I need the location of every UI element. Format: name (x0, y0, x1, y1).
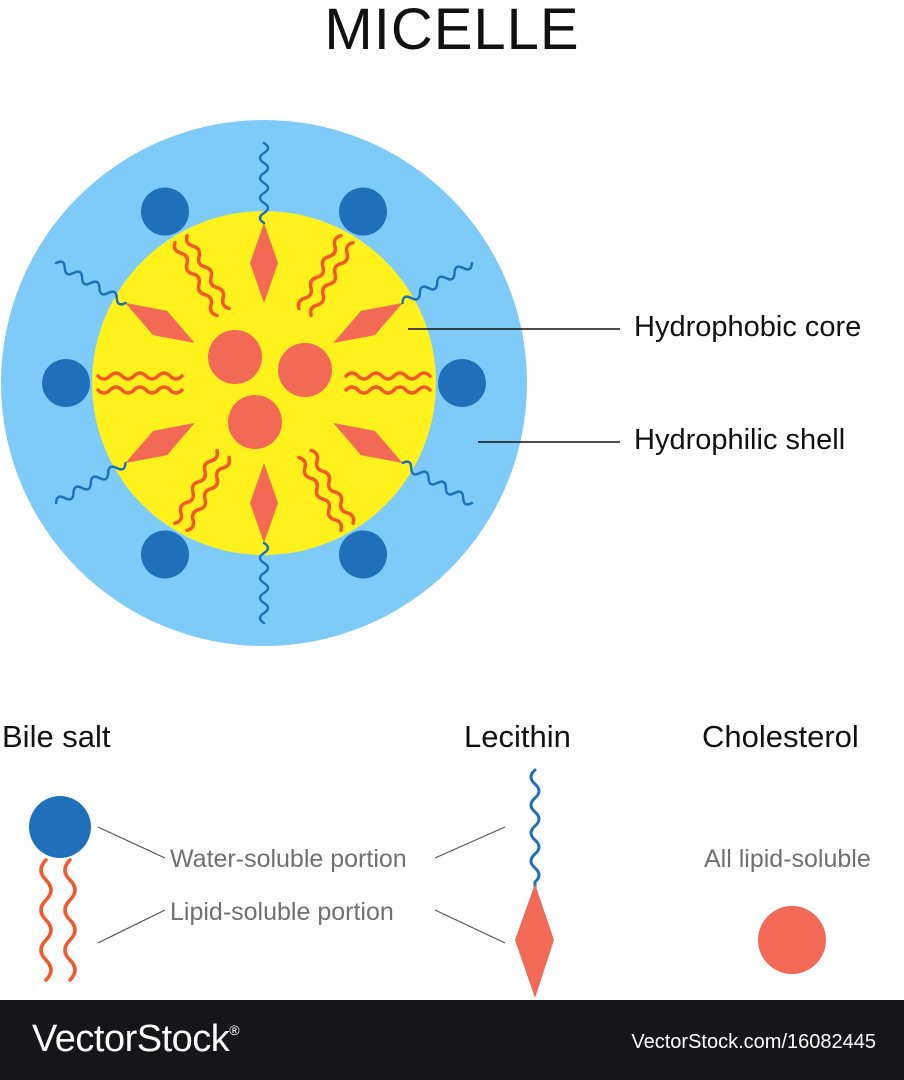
lecithin-tail (125, 303, 195, 343)
lecithin-tail (250, 463, 278, 543)
bile-salt-head (141, 187, 189, 236)
lecithin-tail (333, 303, 403, 343)
lecithin-tail (333, 423, 403, 463)
brand-name: VectorStock (32, 1018, 230, 1060)
all-lipid-soluble-label: All lipid-soluble (704, 845, 871, 873)
lecithin-tail (125, 423, 195, 463)
water-soluble-label: Water-soluble portion (170, 845, 407, 873)
water-soluble-line-right (434, 826, 506, 859)
bile-salt-head (438, 359, 486, 407)
lipid-soluble-label: Lipid-soluble portion (170, 898, 394, 926)
micelle-diagram (1, 120, 826, 998)
bile-salt-molecules (42, 187, 486, 579)
cholesterol-core (208, 330, 262, 384)
legend-cholesterol-title: Cholesterol (702, 719, 859, 754)
bile-salt-head (141, 530, 189, 579)
hydrophobic-core (92, 211, 436, 555)
bile-salt-head (339, 187, 387, 236)
footer-bar: VectorStock® VectorStock.com/16082445 (0, 1000, 904, 1080)
cholesterol-molecules (208, 330, 332, 449)
bile-salt-head (42, 359, 90, 407)
legend-bile-salt-title: Bile salt (2, 719, 111, 754)
cholesterol-core (278, 343, 332, 397)
registered-mark: ® (229, 1022, 240, 1038)
bile-salt-head (339, 530, 387, 579)
water-soluble-line-left (97, 826, 166, 859)
brand-logo: VectorStock® (32, 1018, 240, 1061)
legend-lecithin-icon (515, 768, 554, 998)
legend-cholesterol-icon (758, 906, 826, 974)
hydrophilic-shell-label: Hydrophilic shell (634, 424, 846, 456)
lecithin-molecules (52, 141, 476, 625)
hydrophobic-core-label: Hydrophobic core (634, 311, 862, 343)
lecithin-tail (250, 223, 278, 303)
legend-lecithin-title: Lecithin (464, 719, 571, 754)
cholesterol-core (228, 395, 282, 449)
legend-bile-salt-icon (29, 796, 91, 982)
lipid-soluble-line-right (434, 909, 506, 944)
lipid-soluble-line-left (97, 909, 166, 944)
stock-id: VectorStock.com/16082445 (631, 1031, 876, 1053)
page-title: MICELLE (324, 0, 580, 62)
